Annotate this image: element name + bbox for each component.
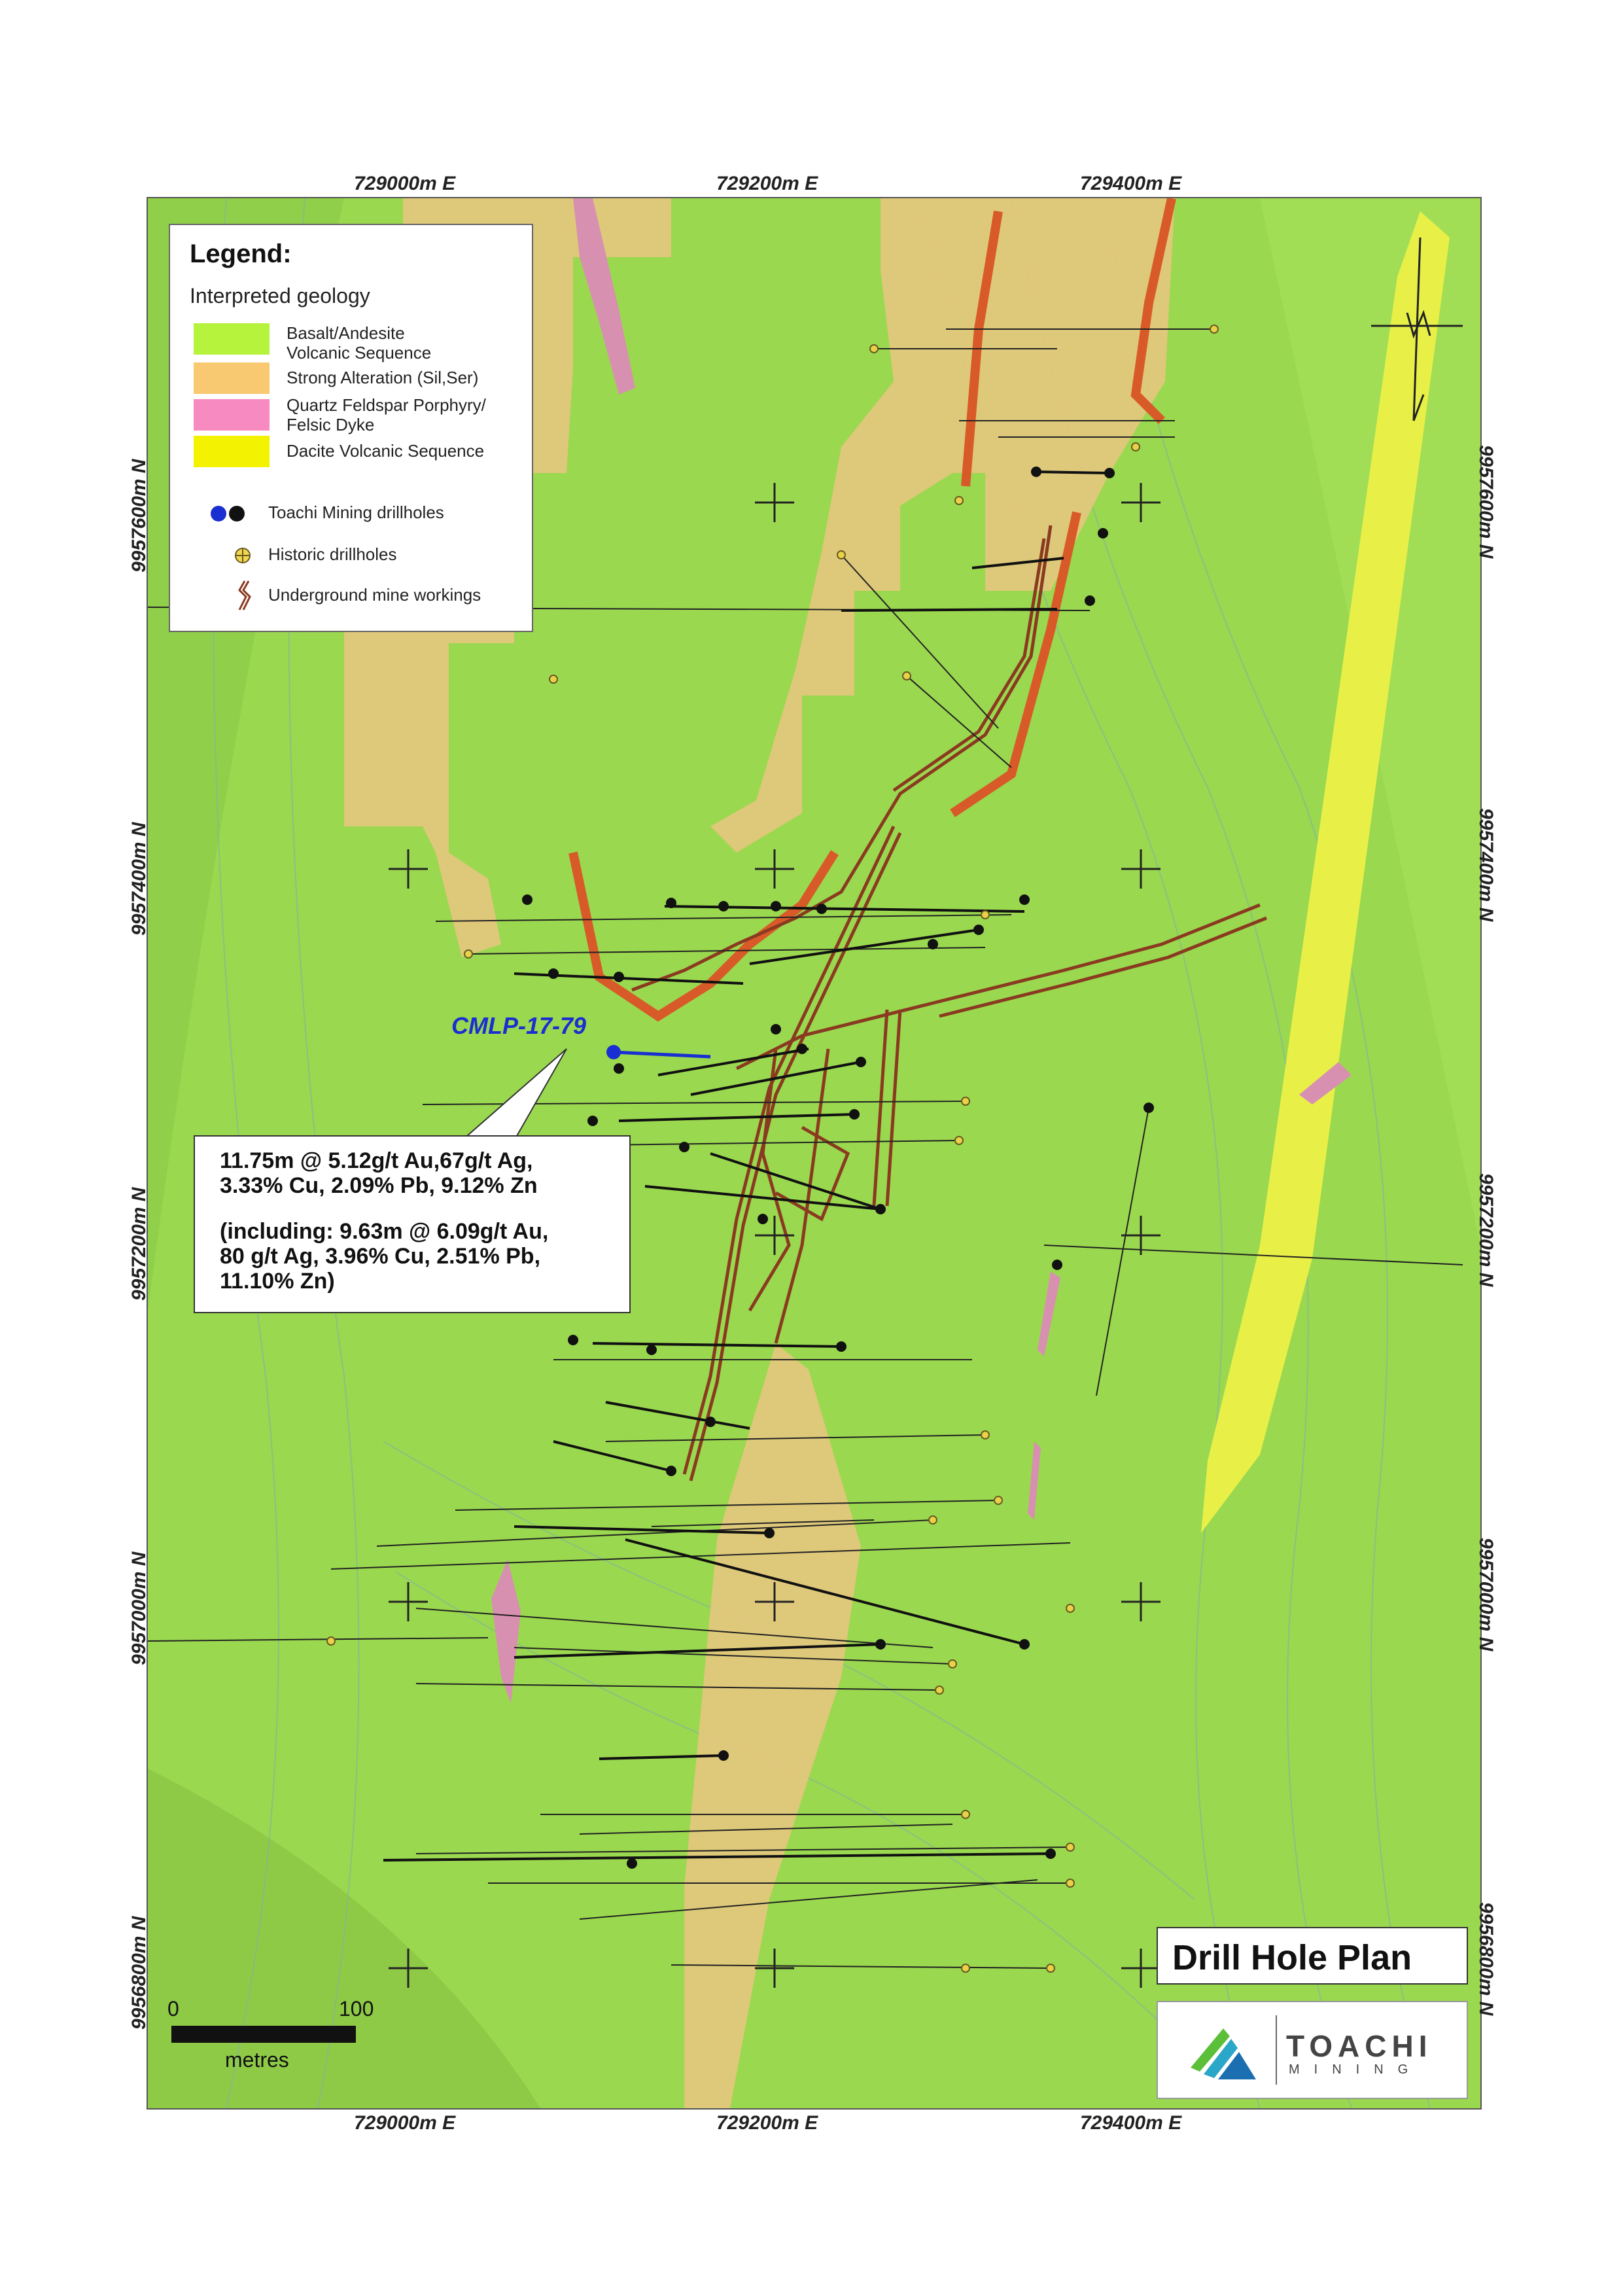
scale-unit: metres xyxy=(225,2048,289,2072)
legend-item-alteration: Strong Alteration (Sil,Ser) xyxy=(287,368,479,387)
logo-box: TOACHI MINING xyxy=(1157,2001,1468,2099)
grid-crosses xyxy=(389,483,1161,1988)
legend-swatch-dacite xyxy=(194,436,270,467)
toachi-drillholes xyxy=(383,470,1110,1862)
legend-workings-label: Underground mine workings xyxy=(268,585,481,605)
logo-word: TOACHI xyxy=(1286,2029,1433,2063)
plan-title-box: Drill Hole Plan xyxy=(1157,1927,1468,1985)
porphyry-dykes xyxy=(491,198,1352,1703)
callout-line: 80 g/t Ag, 3.96% Cu, 2.51% Pb, xyxy=(220,1244,541,1269)
axis-right-label: 9957600m N xyxy=(1475,445,1497,559)
legend-swatch-basalt xyxy=(194,323,270,355)
callout-line: 11.10% Zn) xyxy=(220,1269,335,1294)
legend-historic-label: Historic drillholes xyxy=(268,544,397,564)
toachi-dot-icon xyxy=(211,506,245,521)
axis-right-label: 9957200m N xyxy=(1475,1173,1497,1287)
axis-left-label: 9957000m N xyxy=(128,1551,150,1665)
callout-line: 3.33% Cu, 2.09% Pb, 9.12% Zn xyxy=(220,1173,538,1198)
legend-subtitle: Interpreted geology xyxy=(190,284,370,308)
callout-line: 11.75m @ 5.12g/t Au,67g/t Ag, xyxy=(220,1148,533,1173)
axis-right-label: 9957000m N xyxy=(1475,1538,1497,1651)
scale-hundred: 100 xyxy=(339,1997,374,2021)
legend-item-dacite: Dacite Volcanic Sequence xyxy=(287,441,485,461)
logo-subword: MINING xyxy=(1289,2062,1423,2077)
historic-collar-icon xyxy=(235,548,251,563)
axis-left-label: 9957200m N xyxy=(128,1187,150,1301)
dacite-band xyxy=(1201,211,1450,1533)
north-arrow-icon xyxy=(1371,237,1463,421)
axis-bottom-label: 729200m E xyxy=(716,2112,818,2134)
legend-toachi-label: Toachi Mining drillholes xyxy=(268,503,444,522)
axis-bottom-label: 729000m E xyxy=(354,2112,456,2134)
callout-line: (including: 9.63m @ 6.09g/t Au, xyxy=(220,1219,549,1244)
scale-zero: 0 xyxy=(167,1997,179,2021)
axis-left-label: 9957400m N xyxy=(128,822,150,936)
cmlp-17-79-hole xyxy=(606,1045,711,1059)
hole-label-cmlp-17-79: CMLP-17-79 xyxy=(451,1012,587,1039)
scale-bar xyxy=(171,2026,356,2043)
axis-top-label: 729200m E xyxy=(716,173,818,194)
legend-item-porphyry: Quartz Feldspar Porphyry/ Felsic Dyke xyxy=(287,395,486,434)
axis-left-label: 9956800m N xyxy=(128,1916,150,2030)
axis-bottom-label: 729400m E xyxy=(1080,2112,1182,2134)
historic-collars xyxy=(326,325,1219,1973)
assay-callout: 11.75m @ 5.12g/t Au,67g/t Ag, 3.33% Cu, … xyxy=(194,1135,631,1313)
legend-swatch-porphyry xyxy=(194,399,270,431)
toachi-collars xyxy=(522,467,1154,1869)
legend-title: Legend: xyxy=(190,239,292,268)
axis-right-label: 9956800m N xyxy=(1475,1902,1497,2016)
logo-divider xyxy=(1276,2015,1277,2085)
legend-item-basalt: Basalt/Andesite Volcanic Sequence xyxy=(287,323,432,362)
axis-left-label: 9957600m N xyxy=(128,459,150,573)
legend: Legend: Interpreted geology Basalt/Andes… xyxy=(169,224,533,632)
toachi-logo-icon xyxy=(1191,2028,1256,2079)
plan-title: Drill Hole Plan xyxy=(1172,1938,1412,1977)
workings-icon xyxy=(238,580,251,610)
legend-swatch-alteration xyxy=(194,362,270,394)
axis-right-label: 9957400m N xyxy=(1475,808,1497,922)
axis-top-label: 729000m E xyxy=(354,173,456,194)
axis-top-label: 729400m E xyxy=(1080,173,1182,194)
